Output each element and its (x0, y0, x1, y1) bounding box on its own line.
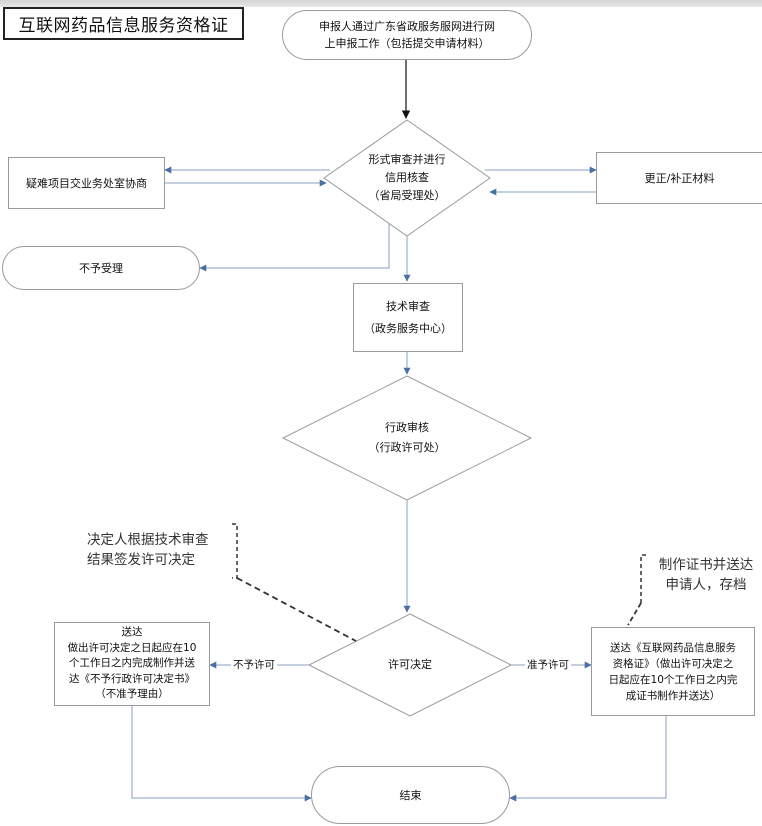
deny-edge-label: 不予许可 (231, 657, 277, 672)
decision-diamond (307, 613, 513, 717)
admin-review-line-1: 行政审核 (385, 421, 429, 434)
page-title: 互联网药品信息服务资格证 (3, 7, 244, 40)
deny-line-1: 送达 (121, 626, 143, 639)
grant-line-4: 成证书制作并送达） (625, 689, 721, 702)
tech-review-line-2: （政务服务中心） (364, 321, 452, 335)
admin-review-line-2: （行政许可处） (368, 441, 446, 454)
admin-review-label: 行政审核 （行政许可处） (347, 418, 467, 458)
reject-node: 不予受理 (2, 246, 200, 290)
formal-review-line-1: 形式审查并进行 (368, 153, 446, 166)
decision-label: 许可决定 (388, 658, 432, 671)
deny-deliver-node: 送达 做出许可决定之日起应在10 个工作日之内完成制作并送 达《不予行政许可决定… (54, 622, 210, 706)
formal-review-label: 形式审查并进行 信用核查 （省局受理处） (345, 145, 469, 211)
start-line-1: 申报人通过广东省政服务服网进行网 (319, 20, 495, 33)
note-bracket-left (232, 523, 238, 579)
edge-review-to-reject (199, 224, 390, 272)
note-pointer-right (627, 602, 642, 626)
certificate-note: 制作证书并送达 申请人，存档 (652, 555, 760, 595)
formal-review-line-2: 信用核查 (385, 171, 429, 184)
start-line-2: 上申报工作（包括提交申请材料） (324, 37, 490, 50)
start-node: 申报人通过广东省政服务服网进行网 上申报工作（包括提交申请材料） (282, 10, 532, 60)
grant-line-3: 日起应在10个工作日之内完 (608, 673, 738, 686)
edge-deny-to-end (131, 706, 312, 802)
certificate-line-2: 申请人，存档 (665, 577, 747, 593)
end-node: 结束 (311, 766, 510, 824)
deny-line-4: 达《不予行政许可决定书》 (69, 672, 195, 685)
certificate-line-1: 制作证书并送达 (658, 557, 754, 573)
grant-edge-label: 准予许可 (525, 657, 571, 672)
grant-line-1: 送达《互联网药品信息服务 (610, 641, 736, 654)
note-pointer-left (236, 577, 357, 642)
note-bracket-right (640, 554, 646, 603)
deny-line-5: （不准予理由） (95, 688, 169, 701)
deny-line-2: 做出许可决定之日起应在10 (67, 641, 197, 654)
tech-review-line-1: 技术审查 (386, 299, 430, 313)
edge-grant-to-end (509, 716, 667, 802)
top-border (0, 0, 762, 7)
grant-line-2: 资格证》（做出许可决定之 (612, 657, 734, 670)
deny-line-3: 个工作日之内完成制作并送 (69, 657, 195, 670)
correction-node: 更正/补正材料 (596, 152, 762, 204)
decision-maker-line-1: 决定人根据技术审查 (87, 532, 209, 548)
consult-node: 疑难项目交业务处室协商 (8, 157, 165, 209)
decision-maker-line-2: 结果签发许可决定 (87, 552, 195, 568)
formal-review-line-3: （省局受理处） (368, 189, 446, 202)
tech-review-node: 技术审查 （政务服务中心） (353, 283, 463, 352)
grant-deliver-node: 送达《互联网药品信息服务 资格证》（做出许可决定之 日起应在10个工作日之内完 … (591, 627, 755, 716)
decision-maker-note: 决定人根据技术审查 结果签发许可决定 (87, 530, 232, 570)
